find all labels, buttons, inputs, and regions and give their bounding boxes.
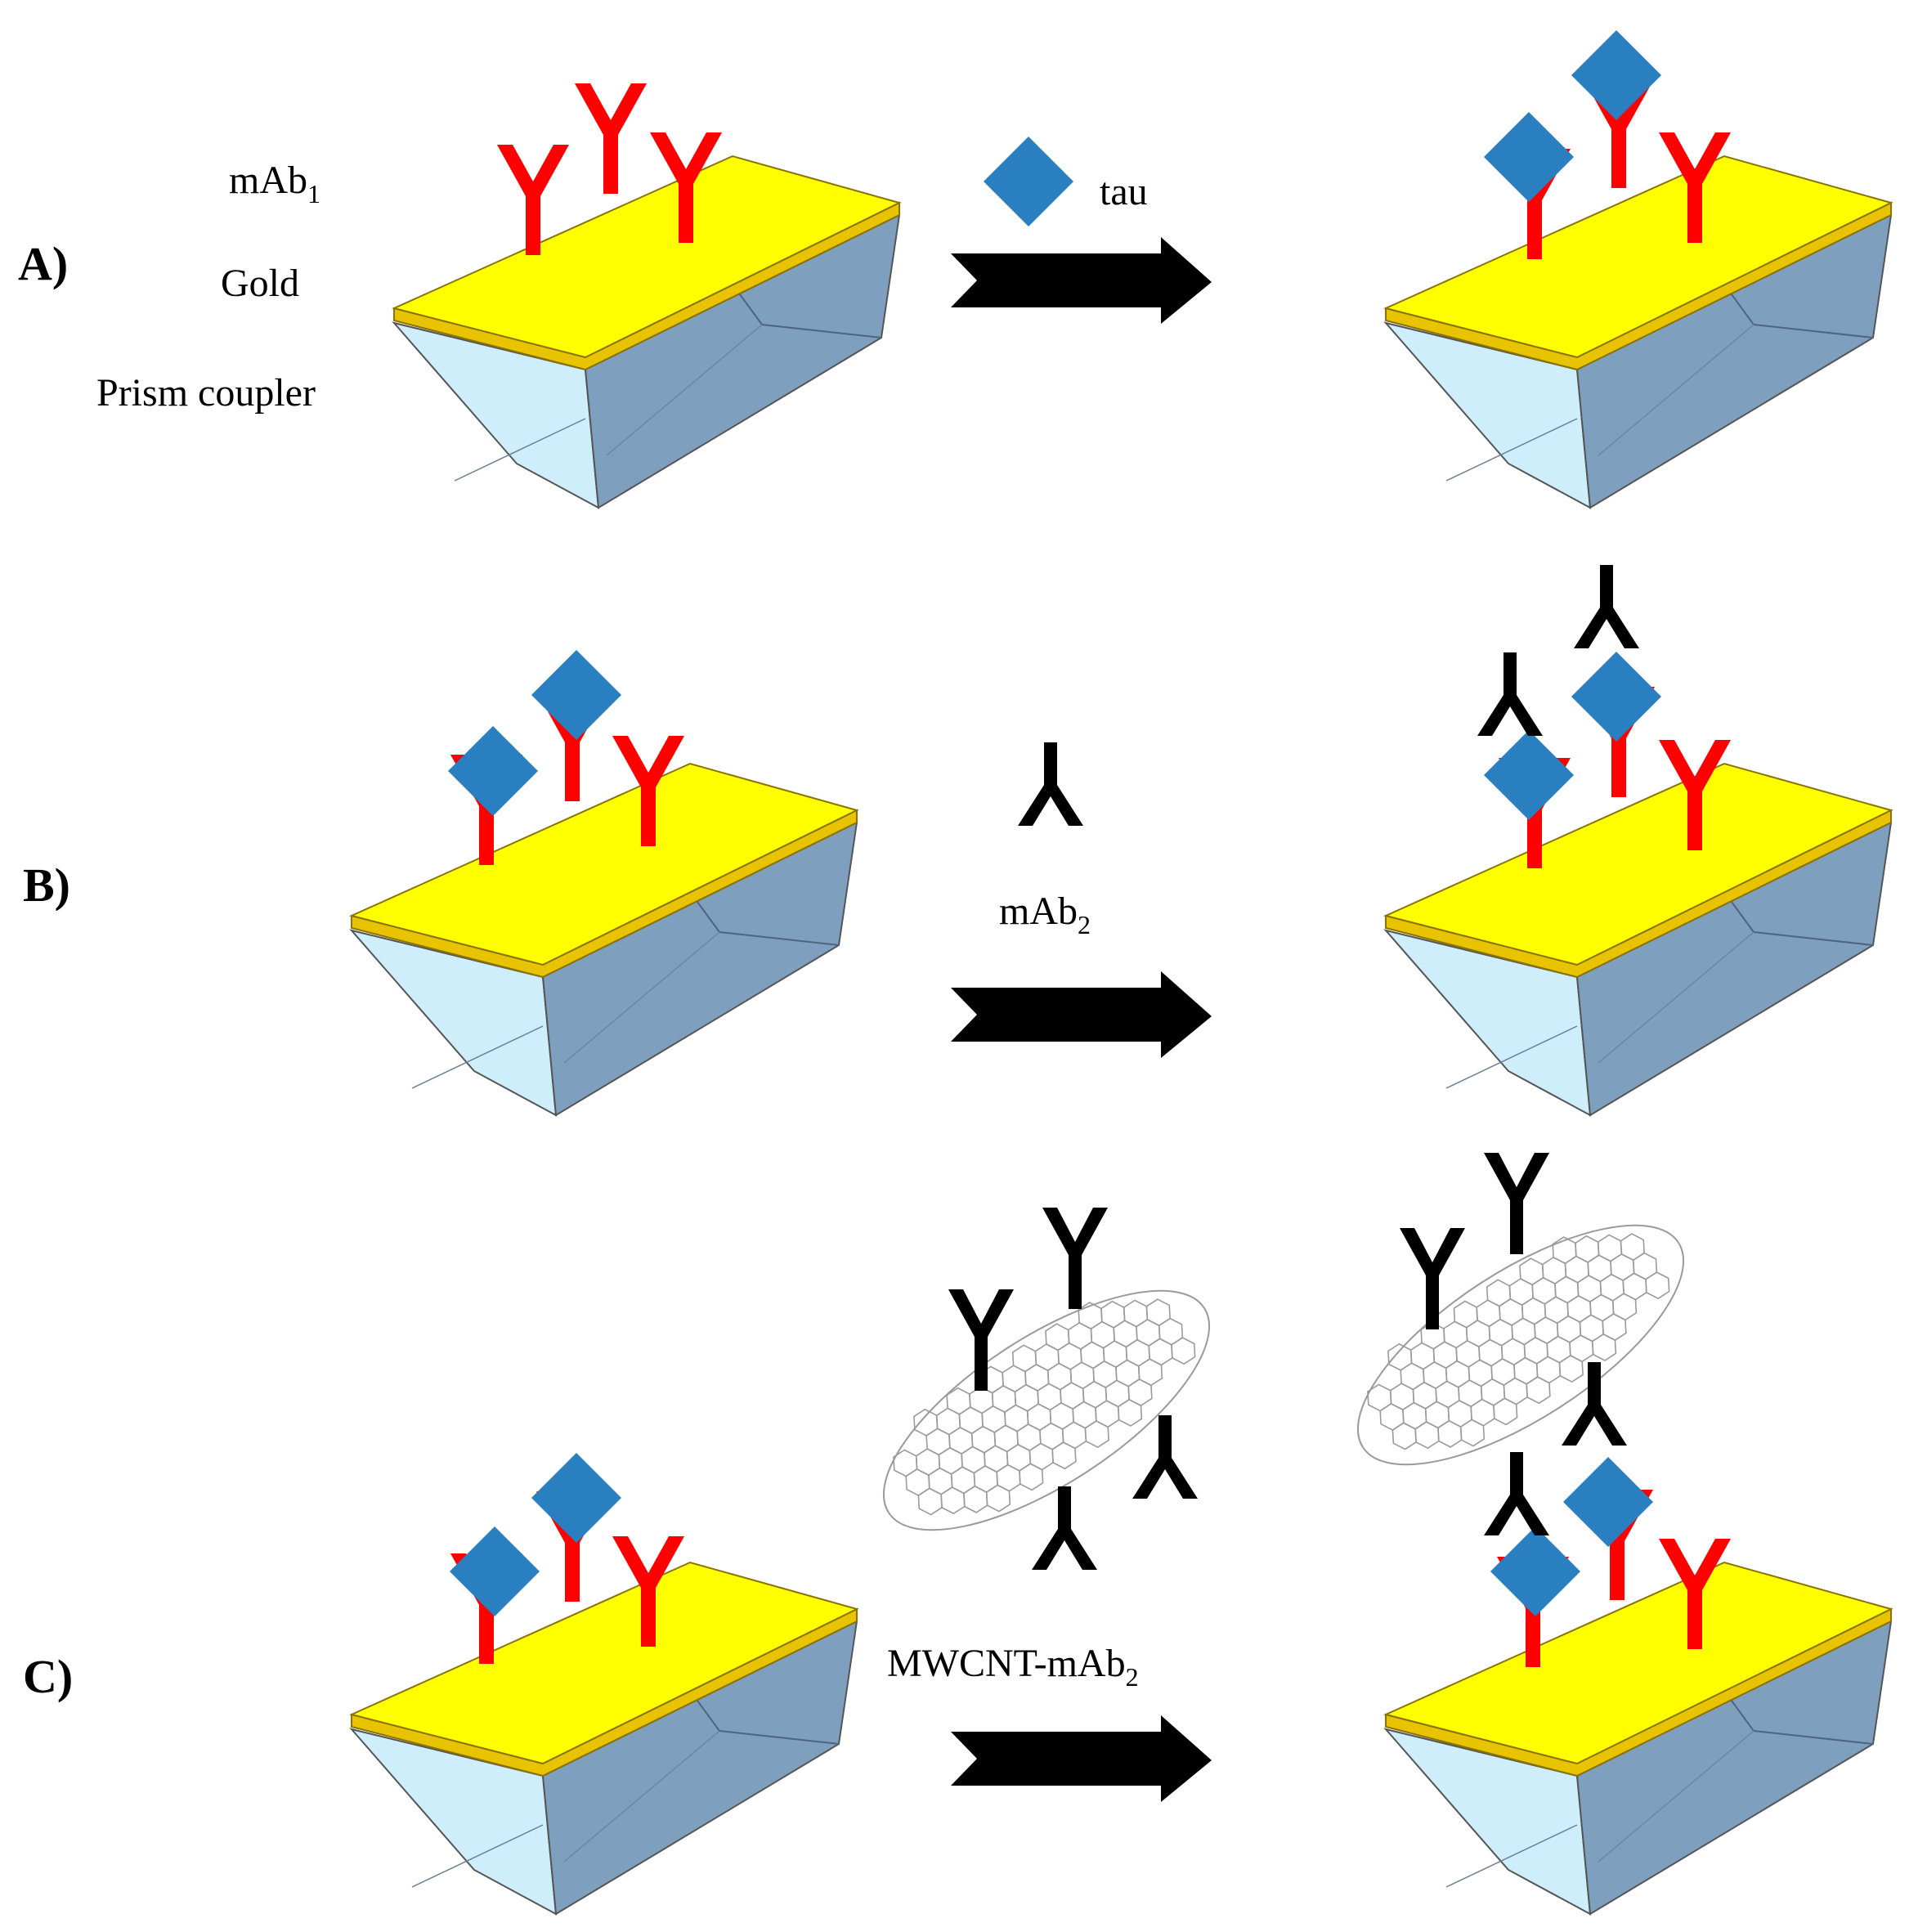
reaction-arrow-b <box>951 971 1212 1058</box>
bound-mwcnt-conjugate <box>1323 1153 1719 1535</box>
panel-a: A) mAb1 Gold Prism coupler tau <box>18 30 1892 509</box>
capture-antibody <box>575 83 647 194</box>
tau-antigen <box>1571 652 1661 742</box>
tau-antigen <box>450 1526 540 1616</box>
prism-coupler-label: Prism coupler <box>96 371 316 415</box>
detection-antibody <box>948 1289 1014 1391</box>
prism-a-right <box>1385 30 1892 509</box>
mwcnt-mab2-label: MWCNT-mAb2 <box>887 1642 1139 1692</box>
tau-antigen <box>1484 112 1574 202</box>
panel-c: C) <box>23 1153 1892 1915</box>
panel-a-label: A) <box>18 237 68 290</box>
tau-antigen <box>531 650 621 740</box>
panel-b-label: B) <box>23 858 70 912</box>
detection-antibody-icon <box>1018 742 1083 826</box>
tau-antigen <box>448 726 538 816</box>
gold-label: Gold <box>221 262 299 305</box>
tau-icon <box>984 137 1073 226</box>
mab2-label: mAb2 <box>999 890 1091 939</box>
detection-antibody <box>1400 1228 1465 1329</box>
tau-antigen <box>1490 1526 1580 1616</box>
reaction-arrow-a <box>951 237 1212 324</box>
mwcnt-conjugate-icon <box>882 1208 1211 1570</box>
prism-b-right <box>1385 565 1892 1116</box>
detection-antibody <box>1032 1486 1097 1570</box>
detection-antibody <box>1484 1153 1549 1254</box>
prism-a-left <box>393 83 900 509</box>
detection-antibody <box>1562 1362 1627 1446</box>
detection-antibody <box>1574 565 1639 648</box>
tau-antigen <box>1571 30 1661 120</box>
prism-b-left <box>351 650 858 1116</box>
tau-antigen <box>531 1453 621 1543</box>
detection-antibody <box>1132 1415 1198 1499</box>
tau-label: tau <box>1100 170 1148 213</box>
mab1-label: mAb1 <box>229 159 320 208</box>
tau-antigen <box>1484 730 1574 820</box>
panel-c-label: C) <box>23 1650 73 1703</box>
tau-antigen <box>1563 1457 1653 1547</box>
prism-c-left <box>351 1453 858 1915</box>
detection-antibody <box>1484 1452 1549 1535</box>
panel-b: B) mAb2 <box>23 565 1892 1116</box>
reaction-arrow-c <box>951 1715 1212 1802</box>
prism-c-right <box>1385 1457 1892 1915</box>
detection-antibody <box>1477 652 1543 736</box>
detection-antibody <box>1042 1208 1108 1309</box>
